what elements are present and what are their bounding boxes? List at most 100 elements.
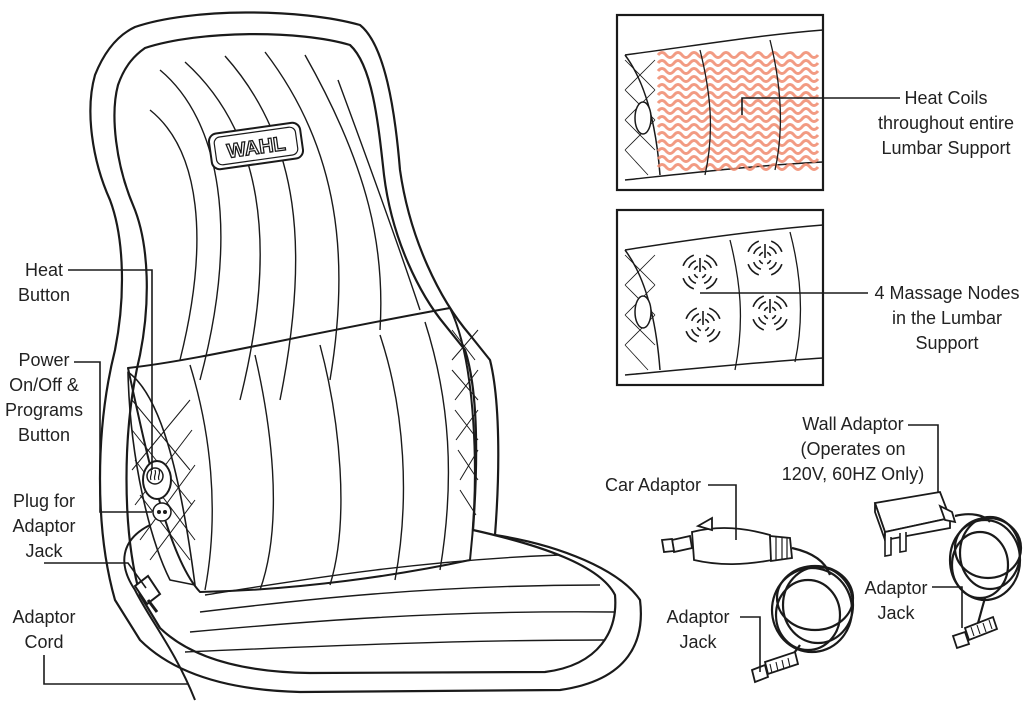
massage-node-ring [703, 275, 713, 285]
wall-adaptor-label-line: (Operates on [800, 439, 906, 459]
car-adaptor-leaders [708, 484, 761, 672]
massage-node-ring [706, 312, 716, 322]
massage-node-ring [757, 316, 767, 326]
heat-coil-wave [656, 99, 820, 107]
massage-node [685, 307, 721, 343]
control-panel [142, 460, 172, 522]
massage-node-ring [763, 314, 769, 320]
heat-coil-wave [656, 131, 820, 139]
massage-node-ring [771, 306, 777, 312]
massage-node-ring [696, 326, 702, 332]
massage-node-ring [701, 273, 707, 279]
heat-coil-waves [656, 51, 820, 171]
massage-node-ring [696, 318, 702, 324]
power-button-label-line: Programs [4, 400, 84, 420]
massage-node-ring [770, 263, 783, 276]
heat-coil-wave [656, 67, 820, 75]
car-adaptor-coiled-cord [770, 564, 855, 671]
massage-node-ring [687, 259, 697, 269]
heat-coils-label-line: Lumbar Support [881, 138, 1011, 158]
quilted-side-panel [131, 329, 479, 561]
adaptor-cord-label-line: Cord [24, 632, 64, 652]
massage-node-ring [768, 261, 778, 271]
massage-node-ring [705, 277, 718, 290]
heat-coils-label-line: Heat Coils [904, 88, 988, 108]
massage-node-ring [685, 307, 698, 320]
massage-node-ring [693, 273, 699, 279]
massage-node-ring [757, 300, 767, 310]
heat-coil-wave [656, 75, 820, 83]
massage-node-ring [747, 263, 760, 276]
heat-coil-wave [656, 83, 820, 91]
left-callout-leaders [43, 269, 188, 685]
massage-node-ring [752, 261, 762, 271]
heat-button-label: Heat Button [18, 258, 70, 308]
massage-nodes-label-line: 4 Massage Nodes [874, 283, 1020, 303]
car-adaptor-jack-label-line: Adaptor [666, 607, 730, 627]
massage-node-ring [687, 275, 697, 285]
heat-coil-wave [656, 155, 820, 163]
massage-node-ring [685, 330, 698, 343]
power-button-label-line: Power [18, 350, 70, 370]
massage-node-ring [752, 245, 762, 255]
massage-node-ring [690, 328, 700, 338]
massage-node-ring [708, 307, 721, 320]
power-button-label-line: On/Off & [9, 375, 79, 395]
massage-node-ring [682, 254, 695, 267]
heat-coil-wave [656, 107, 820, 115]
massage-node-ring [708, 330, 721, 343]
massage-node-ring [766, 259, 772, 265]
heat-coil-wave [656, 59, 820, 67]
massage-node-ring [747, 240, 760, 253]
power-button-label-line: Button [17, 425, 71, 445]
massage-node-ring [704, 326, 710, 332]
massage-node-ring [704, 318, 710, 324]
massage-node-ring [705, 254, 718, 267]
massage-node-ring [682, 277, 695, 290]
massage-nodes-label: 4 Massage Nodes in the Lumbar Support [868, 281, 1026, 356]
adaptor-cord [123, 524, 196, 701]
massage-node-ring [752, 295, 765, 308]
massage-node-ring [758, 251, 764, 257]
power-button-label: Power On/Off & Programs Button [0, 348, 88, 448]
massage-node [747, 240, 783, 276]
wahl-logo: WAHL [207, 121, 305, 171]
car-adaptor-label: Car Adaptor [600, 473, 706, 498]
heat-coil-wave [656, 147, 820, 155]
car-adaptor-jack [750, 650, 800, 684]
heat-coils-label-line: throughout entire [877, 113, 1015, 133]
massage-node-ring [690, 312, 700, 322]
plug-jack-label-line: Adaptor [12, 516, 76, 536]
massage-node-ring [701, 265, 707, 271]
heat-coils-inset [615, 13, 825, 192]
massage-node [752, 295, 788, 331]
massage-node-ring [693, 265, 699, 271]
wall-adaptor-label-line: Wall Adaptor [802, 414, 904, 434]
adaptor-cord-label-line: Adaptor [12, 607, 76, 627]
heat-coils-leader [741, 97, 900, 115]
massage-node-ring [706, 328, 716, 338]
wall-adaptor-jack-label-line: Adaptor [864, 578, 928, 598]
massage-node [682, 254, 718, 290]
plug-jack-label-line: Plug for [12, 491, 76, 511]
heat-coils-label: Heat Coils throughout entire Lumbar Supp… [868, 86, 1024, 161]
massage-node-ring [758, 259, 764, 265]
heat-coil-wave [656, 115, 820, 123]
massage-nodes-inset [615, 208, 825, 387]
heat-button-label-line: Button [18, 285, 71, 305]
car-adaptor-label-line: Car Adaptor [604, 475, 702, 495]
massage-node-ring [771, 314, 777, 320]
wall-adaptor-coiled-cord [948, 513, 1023, 633]
wall-adaptor [873, 490, 957, 557]
wall-adaptor-jack [951, 615, 999, 650]
massage-node-ring [703, 259, 713, 269]
wall-adaptor-jack-label-line: Jack [877, 603, 915, 623]
heat-coil-wave [656, 139, 820, 147]
massage-node-ring [752, 318, 765, 331]
wall-adaptor-label: Wall Adaptor (Operates on 120V, 60HZ Onl… [775, 412, 931, 487]
massage-node-ring [770, 240, 783, 253]
massage-node-ring [763, 306, 769, 312]
heat-coil-wave [656, 123, 820, 131]
